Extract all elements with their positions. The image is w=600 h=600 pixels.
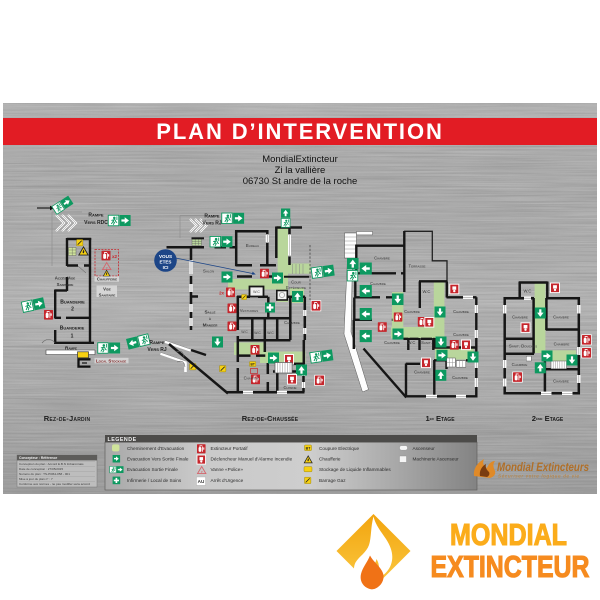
svg-text:Sanit.: Sanit. bbox=[421, 340, 432, 345]
svg-text:W.C: W.C bbox=[408, 340, 416, 345]
svg-text:Manger: Manger bbox=[203, 323, 219, 329]
svg-text:Sanit. Douches: Sanit. Douches bbox=[509, 344, 537, 349]
svg-text:Extérieure: Extérieure bbox=[286, 285, 306, 290]
svg-text:Chambre: Chambre bbox=[244, 376, 260, 381]
svg-text:1er Etage: 1er Etage bbox=[425, 414, 455, 423]
svg-text:Chambre: Chambre bbox=[452, 375, 468, 380]
svg-text:Sécuriser votre logique de vie: Sécuriser votre logique de vie bbox=[498, 474, 579, 479]
svg-text:Bureau: Bureau bbox=[246, 243, 259, 248]
svg-text:Rampe: Rampe bbox=[88, 213, 103, 219]
svg-text:Rampe: Rampe bbox=[65, 346, 77, 351]
svg-text:Buanderie: Buanderie bbox=[60, 300, 85, 306]
svg-text:2x: 2x bbox=[219, 291, 224, 296]
svg-text:Arrêt d'Urgence: Arrêt d'Urgence bbox=[211, 478, 244, 483]
svg-text:Evacuation Sortie Finale: Evacuation Sortie Finale bbox=[127, 467, 178, 472]
svg-text:Sanitaire: Sanitaire bbox=[57, 282, 74, 287]
svg-text:Local Stockage: Local Stockage bbox=[96, 359, 126, 364]
svg-text:LEGENDE: LEGENDE bbox=[108, 437, 137, 443]
svg-text:Cheminement d'Evacuation: Cheminement d'Evacuation bbox=[127, 446, 185, 451]
svg-text:Evacuation Vers Sortie Finale: Evacuation Vers Sortie Finale bbox=[127, 457, 189, 462]
svg-text:EXTINCTEUR: EXTINCTEUR bbox=[431, 550, 590, 584]
svg-text:Stockage de Liquide Inflammabl: Stockage de Liquide Inflammables bbox=[319, 467, 391, 472]
svg-text:Date de conception : 27/05/201: Date de conception : 27/05/2015 bbox=[19, 467, 63, 471]
svg-text:ETES: ETES bbox=[160, 259, 172, 264]
svg-text:W.C: W.C bbox=[267, 331, 274, 335]
svg-text:Concepteur : Référence: Concepteur : Référence bbox=[19, 456, 57, 460]
svg-text:Chambre: Chambre bbox=[512, 315, 528, 320]
svg-text:ICI: ICI bbox=[163, 265, 169, 270]
svg-text:Conception du plan : Accord E.: Conception du plan : Accord E.B.N Imbaro… bbox=[19, 462, 84, 466]
svg-text:Chambre: Chambre bbox=[453, 309, 469, 314]
svg-text:Chambre: Chambre bbox=[414, 370, 430, 375]
svg-text:Chambre: Chambre bbox=[512, 362, 528, 367]
svg-text:MONDIAL: MONDIAL bbox=[450, 518, 567, 552]
svg-text:W.C: W.C bbox=[524, 289, 532, 294]
svg-text:Chambre: Chambre bbox=[284, 320, 300, 325]
svg-text:1: 1 bbox=[71, 334, 74, 340]
svg-text:Chambre: Chambre bbox=[554, 342, 570, 347]
svg-text:Vers RJ: Vers RJ bbox=[202, 221, 222, 227]
svg-text:VOUS: VOUS bbox=[159, 254, 172, 259]
svg-text:Salon: Salon bbox=[203, 269, 214, 274]
svg-text:à: à bbox=[209, 316, 212, 322]
svg-text:Chambre: Chambre bbox=[453, 332, 469, 337]
svg-text:Rampe: Rampe bbox=[204, 214, 219, 220]
svg-text:Mise à jour du plan n° : 7: Mise à jour du plan n° : 7 bbox=[19, 477, 53, 481]
svg-text:Coupure Electrique: Coupure Electrique bbox=[319, 446, 360, 451]
svg-text:Rez-de-Jardin: Rez-de-Jardin bbox=[44, 414, 91, 423]
svg-text:Accès Vide: Accès Vide bbox=[55, 276, 76, 281]
svg-text:Vanne «Police»: Vanne «Police» bbox=[211, 467, 244, 472]
svg-text:Vide: Vide bbox=[103, 286, 111, 291]
svg-text:Chambre: Chambre bbox=[553, 379, 569, 384]
svg-text:Salle: Salle bbox=[204, 310, 215, 316]
svg-text:W.C: W.C bbox=[241, 330, 248, 334]
svg-text:Chambre: Chambre bbox=[553, 315, 569, 320]
svg-text:W.C: W.C bbox=[253, 290, 260, 294]
svg-text:Cour: Cour bbox=[291, 280, 302, 285]
svg-text:Extincteur Portatif: Extincteur Portatif bbox=[211, 446, 249, 451]
svg-text:W.C: W.C bbox=[254, 331, 261, 335]
svg-text:Infirmerie / Local de Soins: Infirmerie / Local de Soins bbox=[127, 478, 182, 483]
svg-text:Numéro du plan : TS-PI064-058: Numéro du plan : TS-PI064-058 - 001 bbox=[19, 472, 70, 476]
svg-text:Chambre: Chambre bbox=[374, 256, 390, 261]
svg-text:Vers RJ: Vers RJ bbox=[147, 347, 167, 353]
svg-text:x2: x2 bbox=[112, 254, 118, 259]
svg-text:Cuisine: Cuisine bbox=[283, 385, 296, 390]
svg-text:Rez-de-Chaussée: Rez-de-Chaussée bbox=[242, 414, 299, 423]
svg-text:Barrage Gaz: Barrage Gaz bbox=[319, 478, 346, 483]
svg-text:Machinerie Ascenseur: Machinerie Ascenseur bbox=[413, 457, 460, 462]
svg-text:2: 2 bbox=[71, 307, 74, 313]
svg-text:Conforme aux normes - ne pas: Conforme aux normes - ne pas modifier sa… bbox=[19, 482, 90, 486]
svg-text:Rampe: Rampe bbox=[149, 340, 164, 346]
svg-text:W.C: W.C bbox=[423, 289, 431, 294]
svg-text:2ème Etage: 2ème Etage bbox=[532, 414, 564, 423]
svg-text:Chaufferie: Chaufferie bbox=[97, 277, 117, 282]
svg-text:Sanitaire: Sanitaire bbox=[99, 292, 116, 297]
svg-text:Chambre: Chambre bbox=[404, 309, 420, 314]
svg-text:Déclencheur Manuel d'Alarme In: Déclencheur Manuel d'Alarme Incendie bbox=[211, 457, 293, 462]
svg-text:Vestiaires: Vestiaires bbox=[240, 308, 258, 313]
svg-text:Chaufferie: Chaufferie bbox=[319, 457, 341, 462]
svg-text:Vers RDC: Vers RDC bbox=[84, 220, 108, 226]
svg-text:Mondial Extincteurs: Mondial Extincteurs bbox=[497, 462, 589, 474]
svg-text:Chambre: Chambre bbox=[384, 340, 400, 345]
svg-text:Terrasse: Terrasse bbox=[409, 264, 426, 269]
svg-text:Chambre: Chambre bbox=[370, 281, 386, 286]
svg-text:Buanderie: Buanderie bbox=[60, 326, 85, 332]
svg-text:Ascenseur: Ascenseur bbox=[413, 446, 436, 451]
